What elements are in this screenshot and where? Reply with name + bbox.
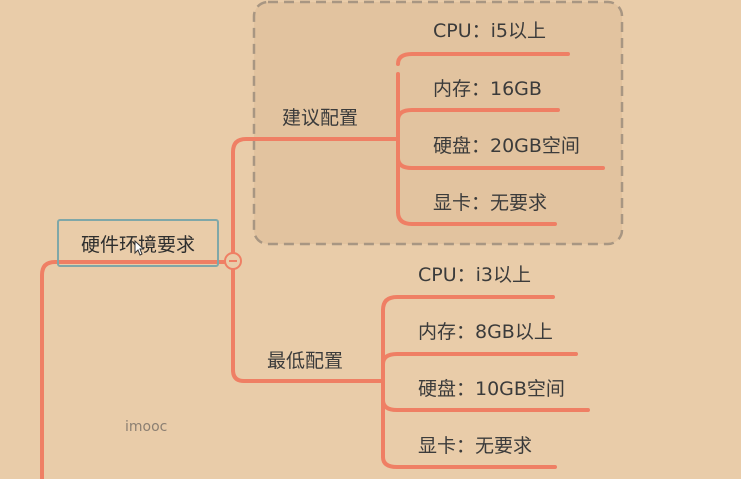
branch-label-minimum[interactable]: 最低配置 <box>267 350 344 372</box>
branch-label-recommended[interactable]: 建议配置 <box>282 107 359 129</box>
branch-recommended <box>231 137 400 264</box>
minimum-item-cpu[interactable]: CPU：i3以上 <box>418 264 531 286</box>
recommended-item-disk[interactable]: 硬盘：20GB空间 <box>433 135 580 157</box>
minimum-edge-4 <box>381 455 557 469</box>
recommended-item-memory[interactable]: 内存：16GB <box>433 78 542 100</box>
recommended-item-gpu[interactable]: 显卡：无要求 <box>433 192 548 214</box>
recommended-edge-4 <box>396 210 557 226</box>
recommended-item-cpu[interactable]: CPU：i5以上 <box>433 20 546 42</box>
mouse-pointer-icon <box>134 240 144 256</box>
minimum-item-disk[interactable]: 硬盘：10GB空间 <box>418 378 565 400</box>
root-trunk-line <box>40 260 226 479</box>
minimum-edge-3 <box>381 398 590 412</box>
branch-minimum <box>231 260 385 383</box>
recommended-edge-2 <box>396 108 560 122</box>
minimum-edge-2 <box>381 352 578 366</box>
recommended-edge-3 <box>396 156 605 170</box>
recommended-edge-1 <box>396 52 570 66</box>
minimum-item-gpu[interactable]: 显卡：无要求 <box>418 435 533 457</box>
recommended-group-box <box>252 0 624 246</box>
watermark-text: imooc <box>125 419 168 435</box>
minimum-item-memory[interactable]: 内存：8GB以上 <box>418 321 553 343</box>
collapse-minus-icon[interactable] <box>224 252 242 270</box>
minimum-edge-1 <box>381 295 555 312</box>
